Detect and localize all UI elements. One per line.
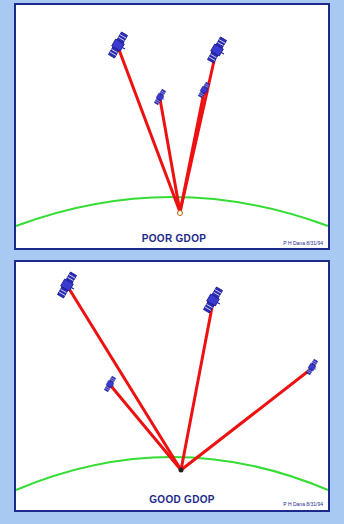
signal-lines — [118, 47, 216, 212]
receiver-dot — [178, 211, 183, 216]
diagram-panel: POOR GDOP P H Dana 8/31/94 — [14, 3, 330, 250]
panel-ground — [14, 260, 330, 512]
credit-label: P H Dana 8/31/94 — [283, 241, 323, 247]
earth-surface — [16, 197, 328, 226]
earth-surface — [16, 457, 328, 490]
panel-ground — [14, 3, 330, 250]
diagram-panel: GOOD GDOP P H Dana 8/31/94 — [14, 260, 330, 512]
satellite-icons — [107, 31, 230, 106]
caption-label: GOOD GDOP — [149, 494, 214, 505]
satellite-icons — [56, 271, 320, 393]
receiver-dot — [179, 468, 184, 473]
credit-label: P H Dana 8/31/94 — [283, 502, 323, 508]
signal-lines — [68, 287, 311, 470]
caption-label: POOR GDOP — [142, 233, 206, 244]
